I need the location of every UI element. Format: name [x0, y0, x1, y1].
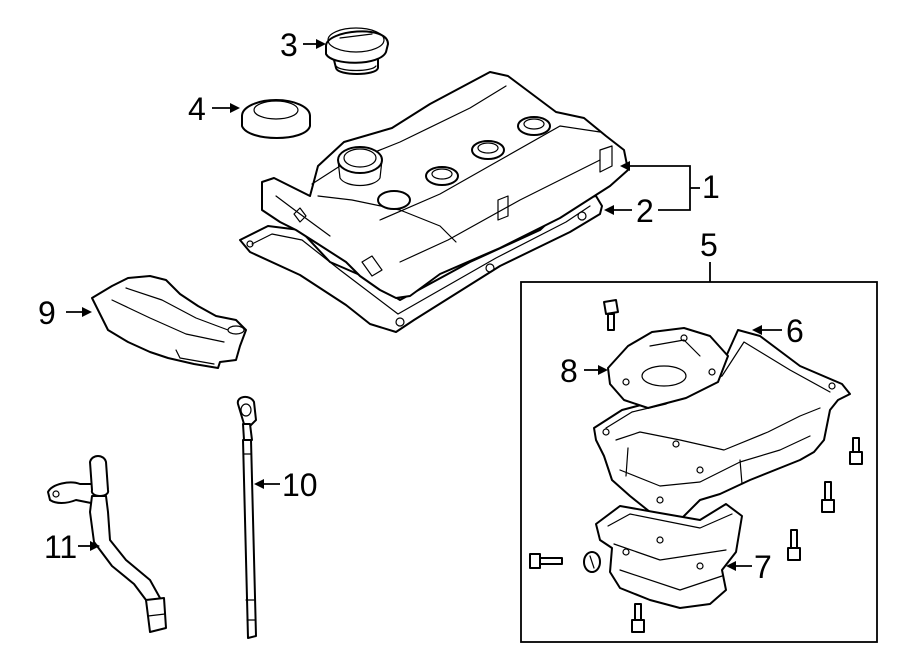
filler-cap-seal	[241, 99, 311, 139]
bolt-right-1	[849, 437, 863, 465]
callout-6: 6	[786, 313, 804, 349]
baffle-plate	[607, 327, 729, 409]
upper-oil-pan	[593, 329, 851, 521]
bolt-right-2	[821, 481, 835, 513]
bolt-bottom	[631, 603, 645, 633]
dipstick-tube	[47, 455, 167, 633]
callout-4: 4	[188, 91, 206, 127]
bolt-top	[603, 299, 619, 331]
callout-1: 1	[702, 169, 720, 205]
heat-shield	[91, 275, 247, 369]
callout-11: 11	[44, 529, 77, 565]
oil-filler-cap	[325, 27, 389, 75]
leader-lines	[66, 39, 782, 571]
lower-oil-pan	[595, 503, 743, 609]
valve-cover	[261, 71, 629, 299]
bolt-left	[529, 553, 563, 569]
drain-washer	[583, 551, 601, 573]
group-5-box	[520, 281, 878, 643]
dipstick	[236, 396, 257, 639]
callout-2: 2	[636, 193, 654, 229]
bolt-right-3	[787, 529, 801, 561]
callout-10: 10	[282, 467, 318, 503]
callout-3: 3	[280, 27, 298, 63]
callout-9: 9	[38, 295, 56, 331]
callout-7: 7	[754, 549, 772, 585]
callout-5: 5	[700, 227, 718, 263]
callout-8: 8	[560, 353, 578, 389]
